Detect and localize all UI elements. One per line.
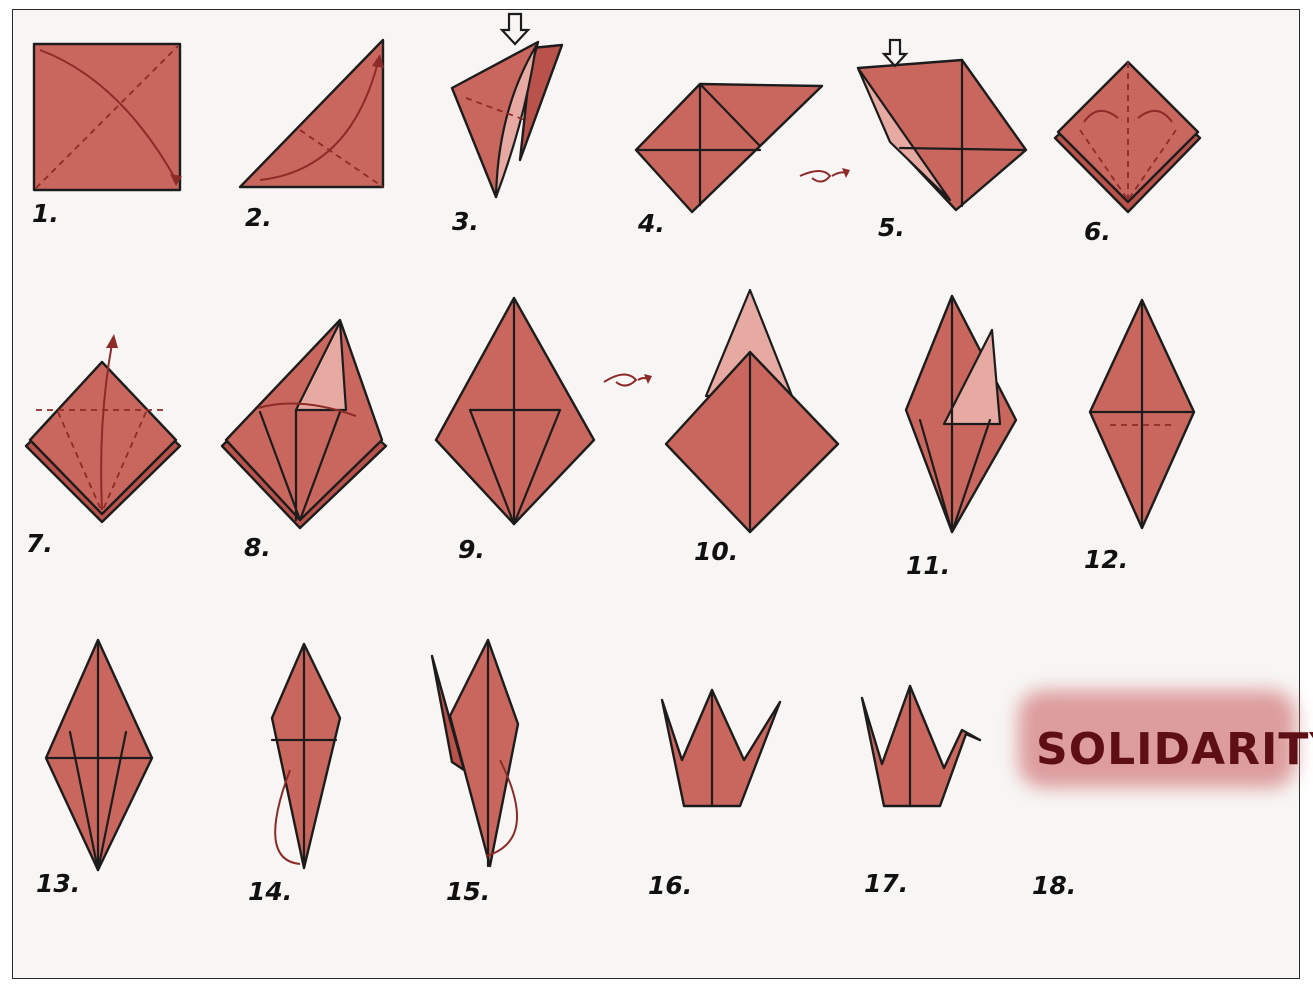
step-14-label: 14. bbox=[248, 877, 292, 906]
step-2-diagram bbox=[240, 40, 384, 187]
step-9-label: 9. bbox=[458, 535, 485, 564]
step-10-diagram bbox=[666, 290, 838, 532]
step-17-diagram bbox=[862, 686, 980, 806]
step-3-diagram bbox=[452, 14, 562, 197]
step-10-label: 10. bbox=[694, 537, 738, 566]
step-5-label: 5. bbox=[878, 213, 905, 242]
step-7-diagram bbox=[26, 334, 180, 522]
step-14-diagram bbox=[272, 644, 340, 868]
solidarity-word: SOLIDARITY bbox=[1036, 724, 1313, 775]
step-18-wordmark: SOLIDARITY bbox=[1018, 690, 1313, 788]
step-16-diagram bbox=[662, 690, 780, 806]
step-1-label: 1. bbox=[32, 199, 59, 228]
step-13-diagram bbox=[46, 640, 152, 870]
step-11-diagram bbox=[906, 296, 1016, 532]
step-18-label: 18. bbox=[1032, 871, 1076, 900]
step-11-label: 11. bbox=[906, 551, 950, 580]
step-15-label: 15. bbox=[446, 877, 490, 906]
step-12-label: 12. bbox=[1084, 545, 1128, 574]
step-6-label: 6. bbox=[1084, 217, 1111, 246]
step-8-label: 8. bbox=[244, 533, 271, 562]
step-4-diagram bbox=[636, 84, 850, 212]
step-1-diagram bbox=[34, 44, 182, 190]
step-2-label: 2. bbox=[245, 203, 272, 232]
step-4-label: 4. bbox=[637, 209, 665, 238]
step-8-diagram bbox=[222, 320, 386, 528]
step-12-diagram bbox=[1090, 300, 1194, 528]
step-7-label: 7. bbox=[26, 529, 53, 558]
step-15-diagram bbox=[432, 640, 518, 866]
step-6-diagram bbox=[1055, 62, 1200, 212]
step-13-label: 13. bbox=[36, 869, 80, 898]
step-9-diagram bbox=[436, 298, 652, 524]
step-16-label: 16. bbox=[648, 871, 692, 900]
step-3-label: 3. bbox=[452, 207, 479, 236]
step-17-label: 17. bbox=[864, 869, 908, 898]
step-5-diagram bbox=[858, 40, 1026, 210]
